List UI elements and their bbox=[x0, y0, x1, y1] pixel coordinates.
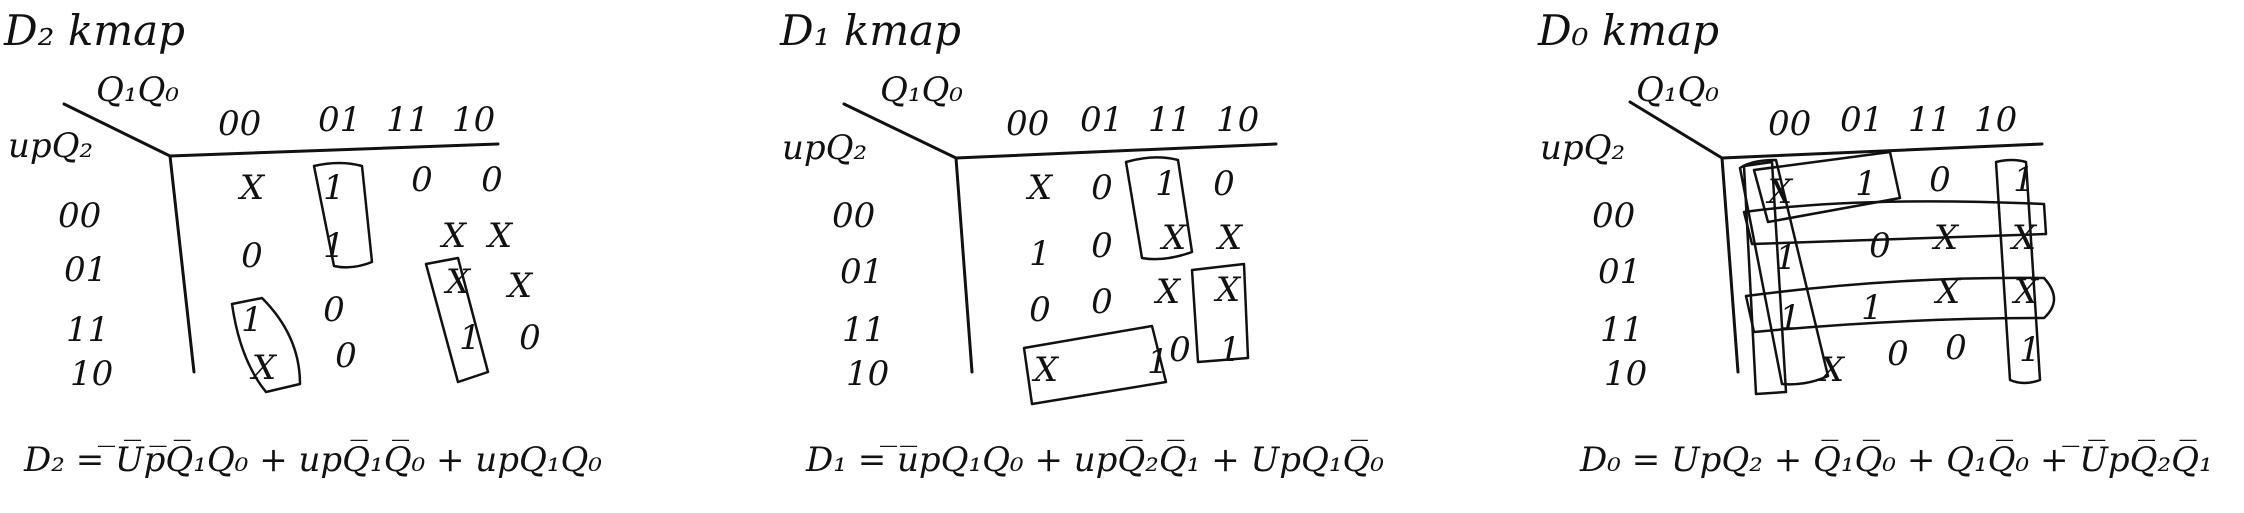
grouping-loop bbox=[424, 256, 490, 384]
row-variables-label: upQ₂ bbox=[782, 128, 868, 168]
grouping-loop bbox=[230, 296, 302, 394]
kmap-cell: 0 bbox=[1091, 226, 1113, 266]
kmap-cell: 0 bbox=[1213, 164, 1235, 204]
kmap-cell: 0 bbox=[323, 290, 345, 330]
grouping-loop bbox=[1742, 200, 2048, 246]
col-variables-label: Q₁Q₀ bbox=[96, 70, 180, 110]
kmap-cell: X bbox=[441, 216, 467, 256]
kmap-cell: 1 bbox=[1861, 288, 1883, 328]
kmap-panel-d0: D₀ kmap Q₁Q₀ upQ₂ 00 01 11 10 00 01 11 1… bbox=[1500, 0, 2240, 513]
kmap-cell: 0 bbox=[1091, 282, 1113, 322]
col-header: 01 bbox=[318, 100, 362, 140]
kmap-cell: 0 bbox=[1887, 334, 1909, 374]
kmap-grid-lines bbox=[62, 102, 500, 394]
kmap-panel-d1: D₁ kmap Q₁Q₀ upQ₂ 00 01 11 10 00 01 11 1… bbox=[760, 0, 1500, 513]
col-header: 01 bbox=[1840, 100, 1884, 140]
row-header: 11 bbox=[842, 310, 886, 350]
row-header: 01 bbox=[64, 250, 108, 290]
row-variables-label: upQ₂ bbox=[1540, 128, 1626, 168]
kmap-cell: X bbox=[1033, 350, 1059, 390]
kmap-cell: X bbox=[1027, 168, 1053, 208]
kmap-cell: 1 bbox=[1855, 164, 1877, 204]
grouping-loop bbox=[1124, 156, 1194, 261]
kmap-cell: 0 bbox=[481, 160, 503, 200]
kmap-cell: X bbox=[445, 262, 471, 302]
row-variables-label: upQ₂ bbox=[8, 126, 94, 166]
grouping-loop bbox=[312, 161, 374, 269]
row-header: 11 bbox=[1600, 310, 1644, 350]
row-header: 01 bbox=[1598, 252, 1642, 292]
row-header: 01 bbox=[840, 252, 884, 292]
grouping-loop bbox=[1752, 150, 1902, 224]
kmap-cell: X bbox=[1161, 218, 1187, 258]
col-header: 11 bbox=[1148, 100, 1192, 140]
col-variables-label: Q₁Q₀ bbox=[880, 70, 964, 110]
kmap-cell: 1 bbox=[2019, 330, 2041, 370]
row-header: 10 bbox=[1604, 354, 1648, 394]
grouping-loop bbox=[1738, 158, 1830, 386]
kmap-grid-lines bbox=[842, 102, 1278, 406]
kmap-cell: X bbox=[1155, 272, 1181, 312]
kmap-title: D₂ kmap bbox=[4, 6, 186, 55]
kmap-cell: 0 bbox=[241, 236, 263, 276]
grouping-loop bbox=[1994, 158, 2042, 385]
kmap-cell: 0 bbox=[1929, 160, 1951, 200]
row-header: 11 bbox=[66, 310, 110, 350]
kmap-grid-lines bbox=[1628, 100, 2056, 396]
kmap-cell: 1 bbox=[241, 300, 263, 340]
col-header: 11 bbox=[1908, 100, 1952, 140]
kmap-cell: 1 bbox=[2013, 160, 2035, 200]
row-header: 10 bbox=[70, 354, 114, 394]
row-header: 00 bbox=[1592, 196, 1636, 236]
kmap-cell: X bbox=[507, 266, 533, 306]
kmap-cell: 1 bbox=[1155, 164, 1177, 204]
kmap-cell: 0 bbox=[335, 336, 357, 376]
kmap-cell: 0 bbox=[1945, 328, 1967, 368]
col-header: 01 bbox=[1080, 100, 1124, 140]
grouping-loop bbox=[1742, 160, 1788, 396]
grouping-loop bbox=[1744, 276, 2056, 334]
kmap-title: D₁ kmap bbox=[780, 6, 962, 55]
col-header: 10 bbox=[1974, 100, 2018, 140]
col-header: 00 bbox=[1006, 104, 1050, 144]
kmap-panel-d2: D₂ kmap Q₁Q₀ upQ₂ 00 01 11 10 00 01 11 1… bbox=[0, 0, 740, 513]
kmap-cell: 0 bbox=[1091, 168, 1113, 208]
boolean-equation: D₀ = UpQ₂ + Q̅₁Q̅₀ + Q₁Q̅₀ + ̅U̅pQ̅₂Q̅₁ bbox=[1580, 440, 2213, 480]
kmap-cell: X bbox=[487, 216, 513, 256]
kmap-cell: 1 bbox=[323, 168, 345, 208]
kmap-cell: 0 bbox=[411, 160, 433, 200]
grouping-loop bbox=[1190, 262, 1250, 364]
col-header: 10 bbox=[452, 100, 496, 140]
col-header: 11 bbox=[386, 100, 430, 140]
kmap-cell: X bbox=[1215, 270, 1241, 310]
kmap-cell: 0 bbox=[1029, 290, 1051, 330]
grouping-loop bbox=[1022, 324, 1168, 406]
boolean-equation: D₂ = ̅U̅p̅Q̅₁Q₀ + upQ̅₁Q̅₀ + upQ₁Q₀ bbox=[24, 440, 602, 480]
boolean-equation: D₁ = ̅u̅pQ₁Q₀ + upQ̅₂Q̅₁ + UpQ₁Q̅₀ bbox=[806, 440, 1384, 480]
row-header: 00 bbox=[58, 196, 102, 236]
kmap-cell: X bbox=[1217, 218, 1243, 258]
row-header: 10 bbox=[846, 354, 890, 394]
kmap-cell: 0 bbox=[519, 318, 541, 358]
row-header: 00 bbox=[832, 196, 876, 236]
kmap-cell: 0 bbox=[1169, 330, 1191, 370]
col-variables-label: Q₁Q₀ bbox=[1636, 70, 1720, 110]
col-header: 00 bbox=[1768, 104, 1812, 144]
col-header: 00 bbox=[218, 104, 262, 144]
kmap-cell: 0 bbox=[1869, 226, 1891, 266]
kmap-cell: X bbox=[239, 168, 265, 208]
kmap-cell: 1 bbox=[1775, 238, 1797, 278]
kmap-title: D₀ kmap bbox=[1538, 6, 1720, 55]
kmap-cell: 1 bbox=[1029, 234, 1051, 274]
col-header: 10 bbox=[1216, 100, 1260, 140]
kmap-cell: X bbox=[251, 348, 277, 388]
